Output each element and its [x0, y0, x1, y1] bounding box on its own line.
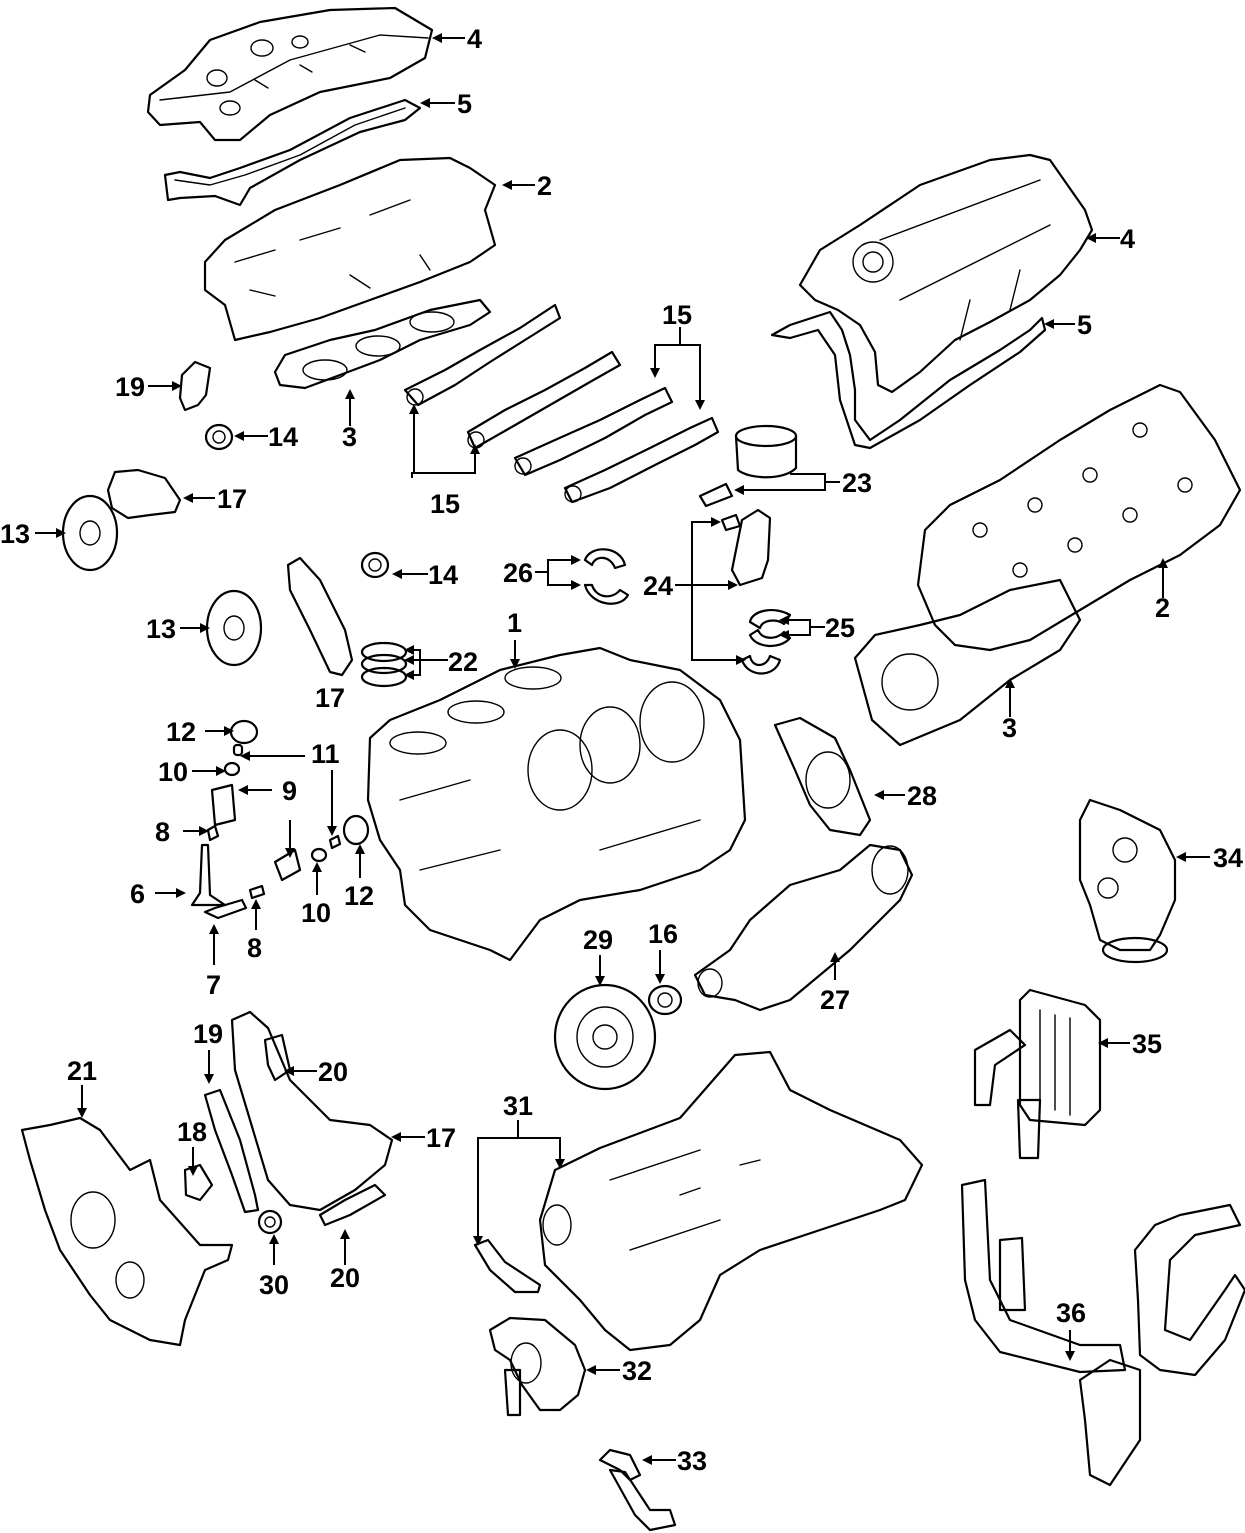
callout-7: 7 — [206, 970, 221, 1000]
callout-26: 26 — [503, 558, 533, 588]
timing-chain-17-lower — [230, 1010, 394, 1212]
valve-cover-gasket-right — [770, 310, 1047, 450]
callout-32: 32 — [622, 1356, 652, 1386]
chain-17-middle — [286, 556, 354, 677]
leaders-layer — [35, 33, 1210, 1465]
cylinder-head-right — [916, 383, 1242, 652]
callout-3b: 3 — [1002, 713, 1017, 743]
callout-12b: 12 — [344, 881, 374, 911]
callout-31: 31 — [503, 1091, 533, 1121]
callout-9: 9 — [282, 776, 297, 806]
seal-14-upper — [204, 423, 234, 451]
callout-28: 28 — [907, 781, 937, 811]
callout-21: 21 — [67, 1056, 97, 1086]
callout-2a: 2 — [537, 171, 552, 201]
valve-cover-gasket-left — [163, 98, 422, 207]
chain-tensioner — [263, 1033, 292, 1082]
engine-block — [366, 646, 747, 962]
callout-19a: 19 — [193, 1019, 223, 1049]
callout-13b: 13 — [146, 614, 176, 644]
callout-18a: 19 — [115, 372, 145, 402]
parts-layer — [20, 6, 1245, 1532]
callout-36: 36 — [1056, 1298, 1086, 1328]
callout-17b: 17 — [315, 683, 345, 713]
callout-12a: 12 — [166, 717, 196, 747]
crank-pulley — [553, 983, 657, 1091]
gasket-17-upper — [106, 468, 182, 520]
valve-train-parts — [190, 719, 370, 920]
callout-30: 30 — [259, 1270, 289, 1300]
oil-pump-32 — [488, 1316, 587, 1417]
callout-24: 24 — [643, 571, 673, 601]
callout-8b: 8 — [247, 933, 262, 963]
callout-6: 6 — [130, 879, 145, 909]
sprocket-13-upper — [61, 494, 119, 572]
valve-cover-right — [798, 153, 1094, 394]
connecting-rod — [720, 508, 782, 675]
callout-27: 27 — [820, 985, 850, 1015]
callout-4a: 4 — [467, 24, 482, 54]
chain-guide-19-left — [203, 1088, 260, 1214]
callout-14a: 14 — [268, 422, 298, 452]
callout-17c: 17 — [426, 1123, 456, 1153]
callout-11: 11 — [311, 739, 340, 769]
callout-17a: 17 — [217, 484, 247, 514]
callout-18b: 18 — [177, 1117, 207, 1147]
callout-25: 25 — [825, 613, 855, 643]
callout-29: 29 — [583, 925, 613, 955]
bracket-18-lower — [183, 1163, 214, 1202]
cylinder-head-left — [203, 156, 497, 342]
oil-pan — [473, 1050, 924, 1352]
coolant-tubes — [960, 1178, 1245, 1487]
timing-cover — [20, 1116, 234, 1347]
callout-1: 1 — [507, 608, 522, 638]
exhaust-gasket-left — [273, 298, 492, 390]
callout-4b: 4 — [1120, 224, 1135, 254]
piston-rings — [360, 641, 408, 688]
chain-guide-19-lower — [318, 1183, 387, 1227]
oil-housing-34 — [1078, 798, 1177, 964]
sprocket-13-lower — [205, 589, 263, 667]
seal-14-lower — [360, 551, 390, 579]
bearings-26 — [583, 548, 630, 605]
callout-15b: 15 — [430, 489, 460, 519]
crankshaft — [693, 843, 914, 1012]
callout-3a: 3 — [342, 422, 357, 452]
callouts-layer: 4 5 2 3 4 5 2 3 15 15 19 14 17 13 14 26 … — [0, 24, 1243, 1476]
callout-33: 33 — [677, 1446, 707, 1476]
callout-19b: 20 — [330, 1263, 360, 1293]
bearings-25 — [748, 608, 792, 647]
callout-10a: 10 — [158, 757, 188, 787]
callout-35: 35 — [1132, 1029, 1162, 1059]
callout-2b: 2 — [1155, 593, 1170, 623]
callout-14b: 14 — [428, 560, 458, 590]
rear-seal-retainer — [773, 716, 872, 837]
callout-10b: 10 — [301, 898, 331, 928]
callout-34: 34 — [1213, 843, 1243, 873]
valve-cover-left — [146, 6, 434, 142]
callout-8a: 8 — [155, 817, 170, 847]
exhaust-gasket-right — [853, 578, 1082, 747]
callout-13a: 13 — [0, 519, 30, 549]
callout-5b: 5 — [1077, 310, 1092, 340]
oil-cooler — [973, 988, 1102, 1160]
piston — [698, 424, 798, 508]
callout-23: 23 — [842, 468, 872, 498]
washer-30 — [257, 1209, 283, 1235]
front-seal-16 — [647, 984, 683, 1016]
callout-20: 20 — [318, 1057, 348, 1087]
callout-5a: 5 — [457, 89, 472, 119]
bracket-18-upper — [178, 360, 212, 412]
dipstick-33 — [598, 1448, 677, 1532]
callout-15a: 15 — [662, 300, 692, 330]
callout-16: 16 — [648, 919, 678, 949]
callout-22: 22 — [448, 647, 478, 677]
camshafts — [403, 303, 720, 504]
